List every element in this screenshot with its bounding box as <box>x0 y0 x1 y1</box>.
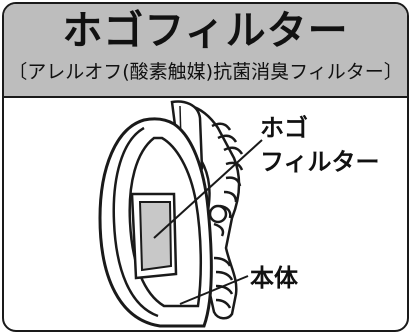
body-label: 本体 <box>250 264 298 292</box>
page-subtitle: 〔アレルオフ(酸素触媒)抗菌消臭フィルター〕 <box>8 61 403 83</box>
body-leader-line <box>179 275 249 305</box>
illustration-area: ホゴ フィルター 本体 <box>4 98 407 330</box>
connector-knob <box>208 204 228 224</box>
filter-label-line1: ホゴ <box>260 114 308 142</box>
header-banner: ホゴフィルター 〔アレルオフ(酸素触媒)抗菌消臭フィルター〕 <box>4 4 407 98</box>
vacuum-illustration <box>98 100 263 328</box>
filter-label-line2: フィルター <box>260 148 380 176</box>
illustration-card: ホゴフィルター 〔アレルオフ(酸素触媒)抗菌消臭フィルター〕 <box>2 2 409 332</box>
filter-leader-line <box>153 139 263 239</box>
filter-drawing <box>130 192 178 280</box>
page-title: ホゴフィルター <box>62 8 349 54</box>
